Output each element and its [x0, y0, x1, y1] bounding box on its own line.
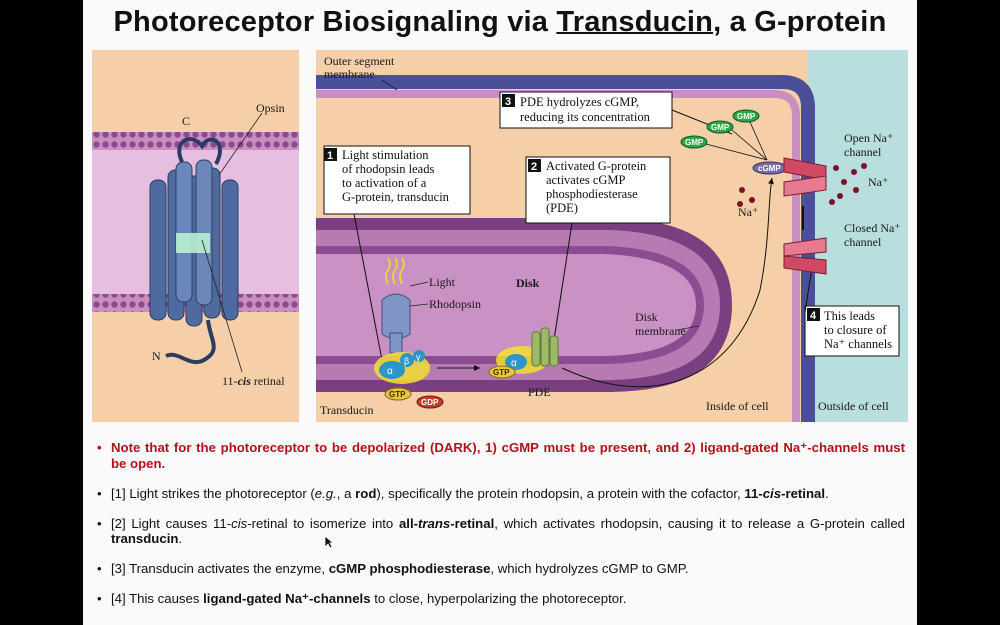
- label-11-cis-retinal: 11-cis retinal: [222, 374, 285, 388]
- svg-text:GMP: GMP: [711, 123, 730, 132]
- label-opsin: Opsin: [256, 101, 285, 115]
- label-open-na-2: channel: [844, 145, 882, 159]
- svg-text:to closure of: to closure of: [824, 323, 887, 337]
- svg-text:β: β: [404, 356, 409, 366]
- svg-text:2: 2: [531, 161, 537, 173]
- n-terminus: [165, 319, 216, 364]
- label-outside-of-cell: Outside of cell: [818, 399, 889, 413]
- svg-text:reducing its concentration: reducing its concentration: [520, 110, 651, 124]
- label-transducin: Transducin: [320, 403, 374, 417]
- label-n: N: [152, 349, 161, 363]
- label-pde: PDE: [528, 385, 551, 399]
- label-disk: Disk: [516, 276, 540, 290]
- open-na-channel: [737, 157, 867, 207]
- title-part1: Photoreceptor Biosignaling via: [113, 6, 557, 38]
- svg-text:cGMP: cGMP: [758, 164, 781, 173]
- bullet-step4: [4] This causes ligand-gated Na⁺-channel…: [97, 591, 905, 607]
- bullet-note: Note that for the photoreceptor to be de…: [97, 440, 905, 471]
- bullet-step3: [3] Transducin activates the enzyme, cGM…: [97, 561, 905, 577]
- svg-text:Light stimulation: Light stimulation: [342, 148, 429, 162]
- label-open-na-1: Open Na⁺: [844, 131, 893, 145]
- svg-text:of rhodopsin leads: of rhodopsin leads: [342, 162, 434, 176]
- outer-segment-panel: Outer segment membrane 1 Light stimulati…: [316, 50, 908, 422]
- slide-title: Photoreceptor Biosignaling via Transduci…: [83, 6, 917, 39]
- title-part2: , a G-protein: [713, 6, 887, 38]
- label-outer-segment-2: membrane: [324, 67, 375, 81]
- bullet-step2: [2] Light causes 11-cis-retinal to isome…: [97, 516, 905, 547]
- step2-callout: 2 Activated G-protein activates cGMP pho…: [525, 156, 671, 341]
- label-inside-of-cell: Inside of cell: [706, 399, 769, 413]
- svg-text:(PDE): (PDE): [546, 201, 578, 215]
- svg-text:3: 3: [505, 96, 511, 108]
- opsin-panel: C N Opsin 11-cis retinal: [92, 50, 299, 422]
- pde-complex: α GTP: [488, 327, 559, 379]
- label-light: Light: [429, 275, 456, 289]
- opsin-protein: [149, 159, 239, 327]
- svg-text:GMP: GMP: [737, 112, 756, 121]
- step1-callout: 1 Light stimulation of rhodopsin leads t…: [323, 145, 471, 361]
- svg-text:GTP: GTP: [389, 390, 406, 399]
- svg-text:α: α: [511, 358, 517, 369]
- bullet-list: Note that for the photoreceptor to be de…: [97, 440, 905, 621]
- step4-callout: 4 This leads to closure of Na⁺ channels: [804, 267, 900, 357]
- transducin: α β γ GTP GDP: [374, 350, 444, 409]
- svg-text:phosphodiesterase: phosphodiesterase: [546, 187, 638, 201]
- svg-text:α: α: [387, 366, 393, 377]
- retinal-chromophore: [176, 233, 210, 253]
- label-na-plus-in: Na⁺: [738, 205, 758, 219]
- svg-text:This leads: This leads: [824, 309, 875, 323]
- svg-text:G-protein, transducin: G-protein, transducin: [342, 190, 450, 204]
- svg-text:GTP: GTP: [493, 368, 510, 377]
- label-na-plus-out: Na⁺: [868, 175, 888, 189]
- label-disk-membrane-2: membrane: [635, 324, 686, 338]
- svg-text:4: 4: [810, 310, 817, 322]
- svg-text:activates cGMP: activates cGMP: [546, 173, 626, 187]
- svg-text:to activation of a: to activation of a: [342, 176, 427, 190]
- c-terminus: [177, 137, 222, 165]
- label-outer-segment-1: Outer segment: [324, 54, 395, 68]
- closed-na-channel: [783, 237, 827, 275]
- cgmp-hydrolysis: GMP GMP GMP cGMP: [680, 109, 788, 175]
- step3-callout: 3 PDE hydrolyzes cGMP, reducing its conc…: [499, 91, 733, 135]
- label-c: C: [182, 114, 190, 128]
- slide: Photoreceptor Biosignaling via Transduci…: [83, 0, 917, 625]
- svg-text:Na⁺ channels: Na⁺ channels: [824, 337, 892, 351]
- svg-text:γ: γ: [416, 352, 421, 362]
- rhodopsin: [381, 257, 411, 354]
- svg-text:1: 1: [327, 150, 333, 162]
- svg-text:Activated G-protein: Activated G-protein: [546, 159, 647, 173]
- svg-text:GMP: GMP: [685, 138, 704, 147]
- bullet-step1: [1] Light strikes the photoreceptor (e.g…: [97, 486, 905, 502]
- svg-text:PDE hydrolyzes cGMP,: PDE hydrolyzes cGMP,: [520, 95, 639, 109]
- svg-text:GDP: GDP: [421, 398, 439, 407]
- title-underlined: Transducin: [556, 6, 714, 38]
- label-closed-na-2: channel: [844, 235, 882, 249]
- label-closed-na-1: Closed Na⁺: [844, 221, 901, 235]
- label-rhodopsin: Rhodopsin: [429, 297, 481, 311]
- label-disk-membrane-1: Disk: [635, 310, 658, 324]
- mouse-cursor-icon: [324, 535, 334, 549]
- photoreceptor-figure: C N Opsin 11-cis retinal Outer segment m…: [92, 50, 908, 422]
